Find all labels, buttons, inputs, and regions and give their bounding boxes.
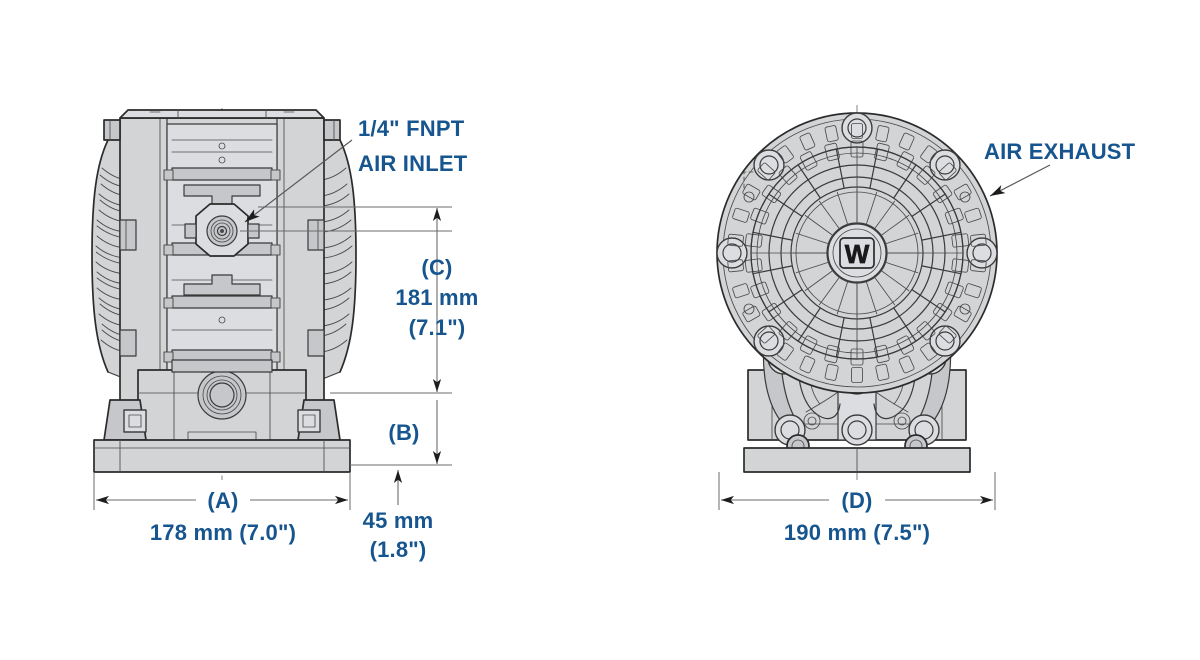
air-exhaust-leader (989, 164, 1051, 197)
left-diaphragm-cover (91, 130, 129, 381)
dim-A-label: (A) (207, 488, 238, 513)
pump-brand-logo: W (845, 239, 870, 269)
air-exhaust-label: AIR EXHAUST (984, 139, 1136, 164)
left-pump-view (91, 108, 357, 480)
dimension-A: (A) 178 mm (7.0") (93, 472, 351, 545)
air-inlet-leader (244, 139, 353, 223)
cap-bolt-holes (716, 112, 998, 357)
dimension-C: (C) 181 mm (7.1") (258, 206, 478, 394)
lower-manifold (137, 369, 307, 447)
air-exhaust-end-cap: W (716, 112, 998, 394)
pump-center-body (103, 109, 341, 447)
dim-C-value-mm: 181 mm (395, 285, 478, 310)
dim-base-value-in: (1.8") (370, 537, 427, 562)
body-side-bosses (119, 219, 325, 357)
dimension-D: (D) 190 mm (7.5") (718, 472, 996, 545)
dim-A-value: 178 mm (7.0") (150, 520, 296, 545)
dim-base-value-mm: 45 mm (363, 508, 434, 533)
dim-D-value: 190 mm (7.5") (784, 520, 930, 545)
dimension-base-height: 45 mm (1.8") (363, 470, 434, 562)
air-inlet-label-line2: AIR INLET (358, 151, 468, 176)
right-diaphragm-cover (319, 130, 357, 381)
right-pump-view: W (716, 105, 998, 480)
center-column-bands (163, 167, 281, 363)
dimension-B: (B) (350, 400, 452, 466)
dim-D-label: (D) (841, 488, 872, 513)
dim-B-label: (B) (388, 420, 419, 445)
callout-air-exhaust: AIR EXHAUST (984, 139, 1136, 197)
callout-air-inlet: 1/4" FNPT AIR INLET (240, 116, 468, 232)
dim-C-label: (C) (421, 255, 452, 280)
outlet-port (197, 370, 247, 420)
air-inlet-port (184, 203, 260, 257)
air-inlet-label-line1: 1/4" FNPT (358, 116, 465, 141)
dim-C-value-in: (7.1") (409, 315, 466, 340)
